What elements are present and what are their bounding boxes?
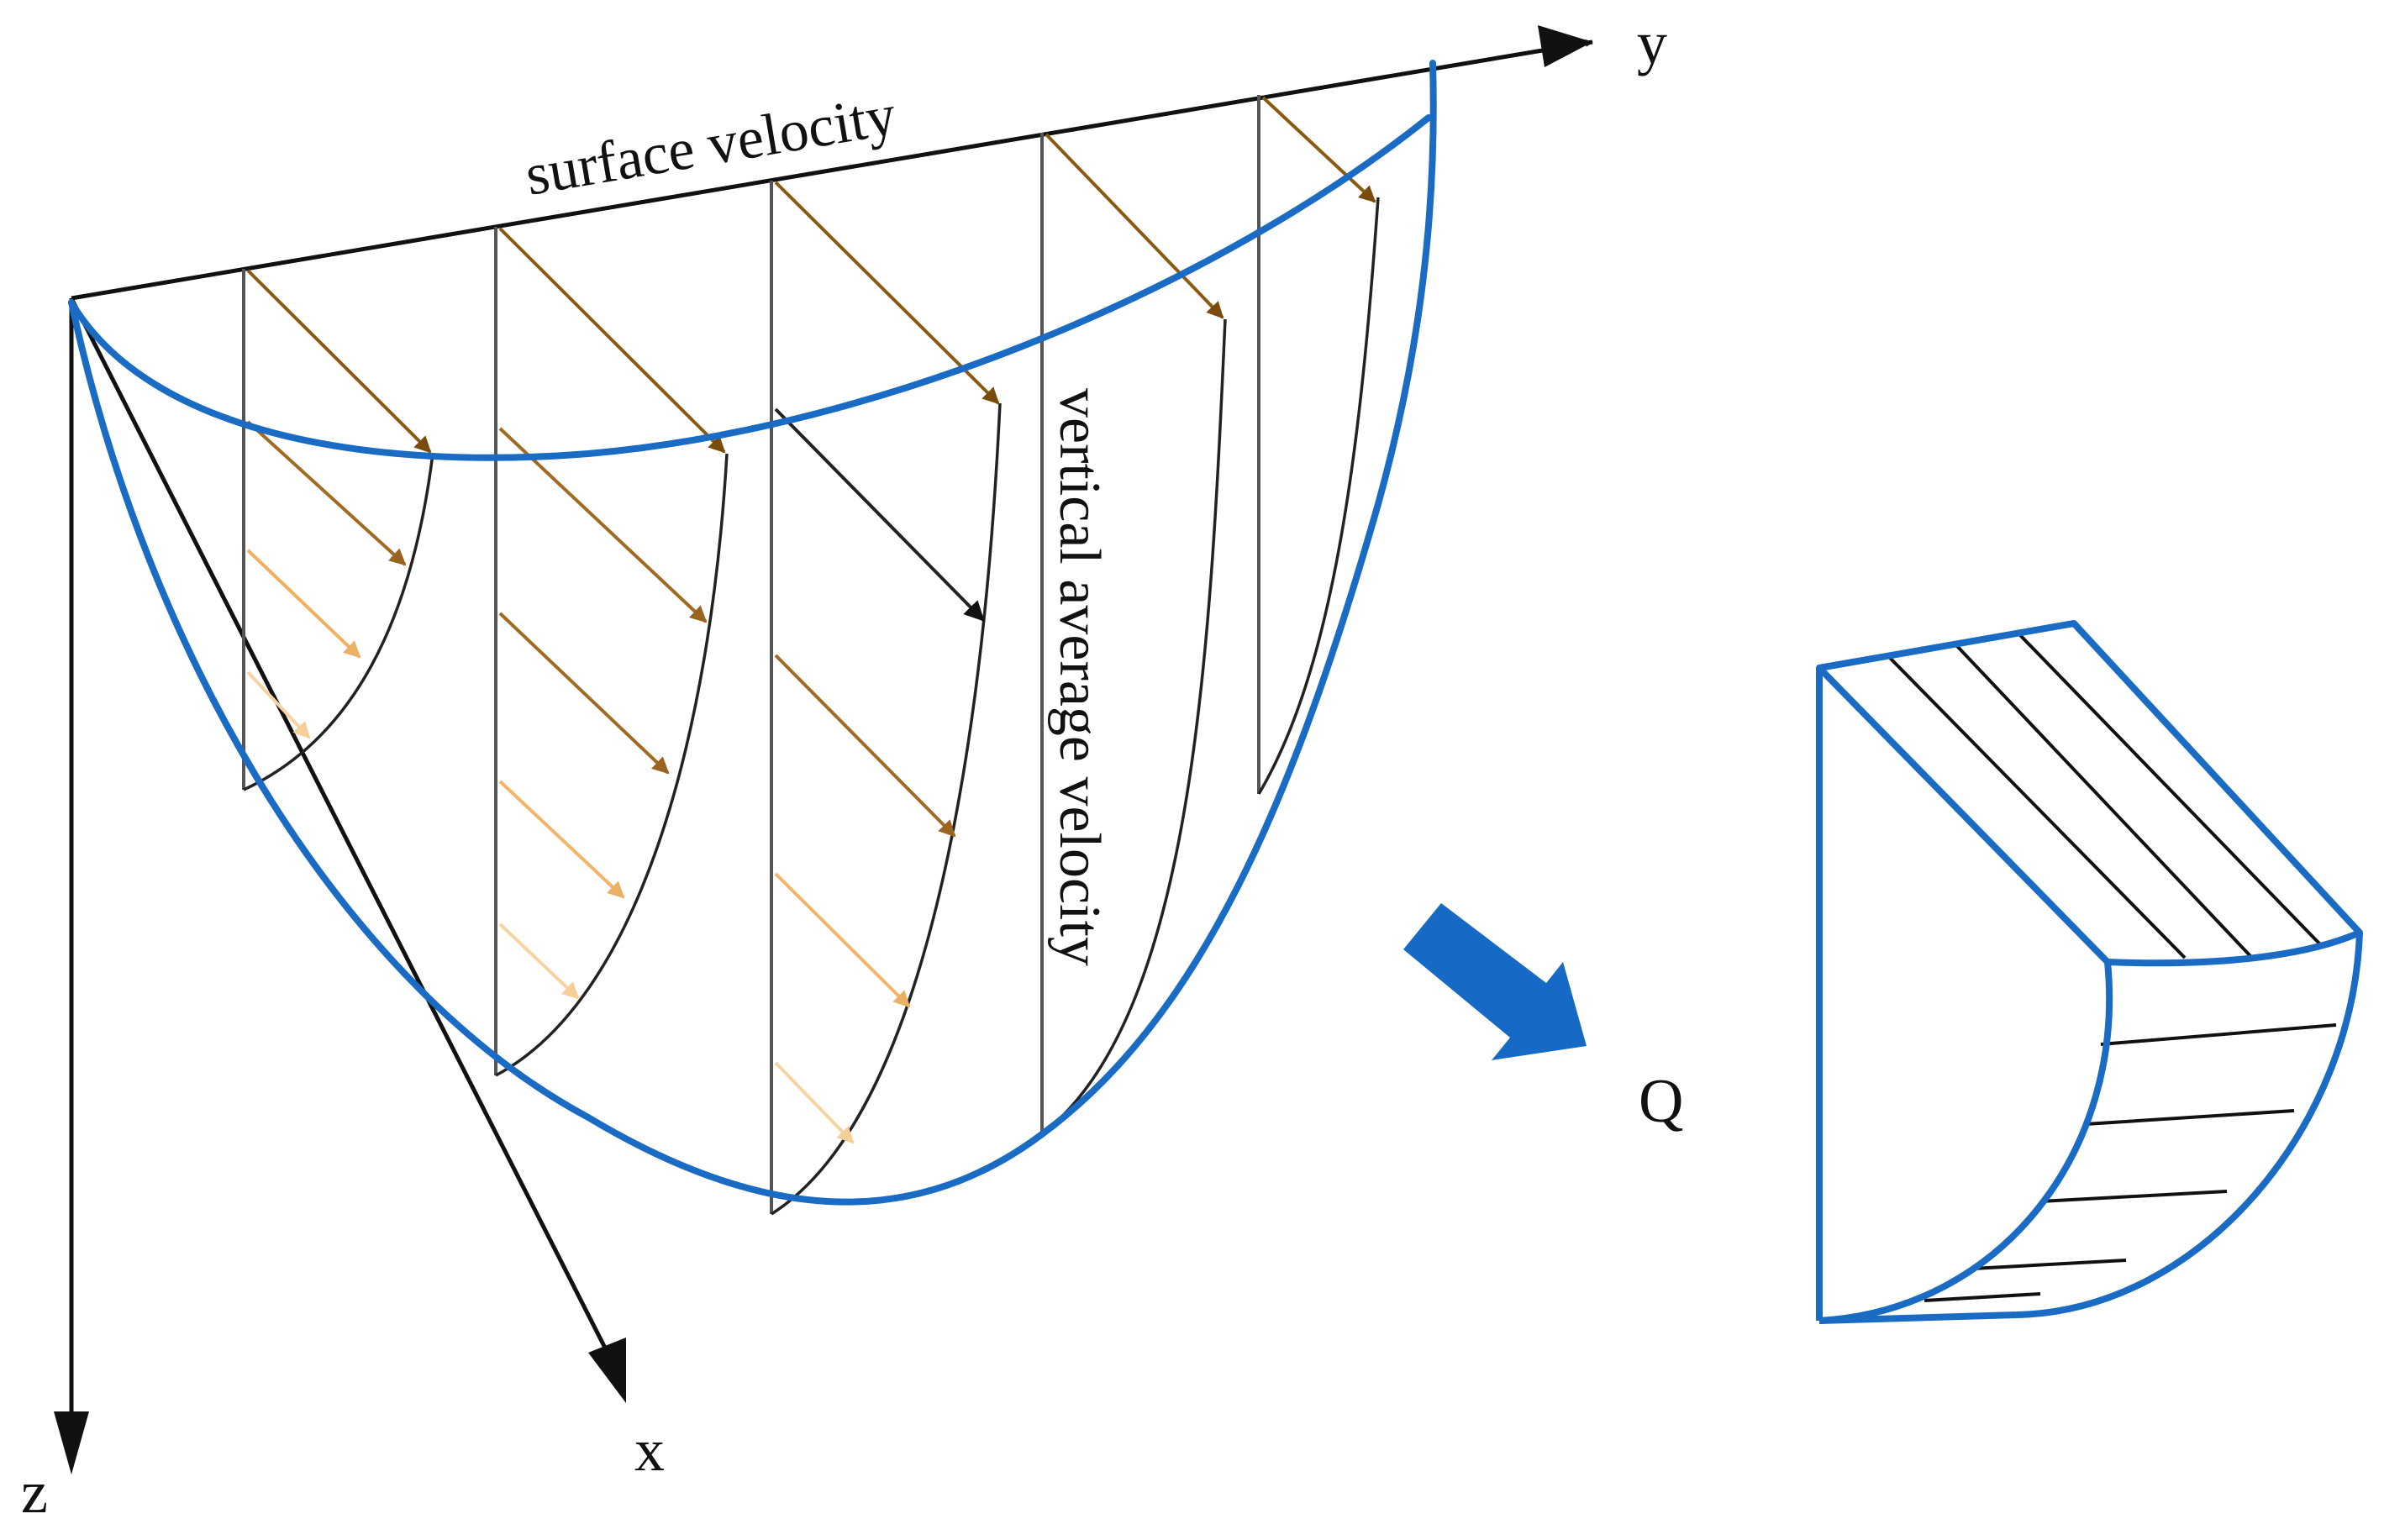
velocity-profile-curve [771, 402, 1002, 1216]
discharge-q-label: Q [1639, 1067, 1683, 1136]
y-axis-label: y [1637, 9, 1667, 76]
velocity-profiles [243, 197, 1380, 1216]
velocity-profile-curve [1040, 318, 1227, 1136]
velocity-arrow [498, 922, 580, 1000]
velocity-profile-curve [1257, 197, 1380, 795]
z-axis-label: z [21, 1459, 48, 1526]
surface-velocity-curve [68, 114, 1432, 461]
velocity-arrow [774, 654, 956, 838]
x-axis-label: x [634, 1416, 665, 1484]
discharge-hatch-front [1924, 1023, 2337, 1302]
channel-cross-section [68, 60, 1437, 1206]
channel-bed-curve [68, 60, 1437, 1206]
discharge-hatch-top [1887, 633, 2323, 959]
big-arrow-icon [1403, 903, 1587, 1060]
velocity-arrow [246, 549, 361, 659]
velocity-arrow [246, 420, 407, 566]
labels: surface velocity vertical average veloci… [21, 9, 1683, 1526]
surface-velocity-arrow [498, 227, 726, 454]
y-axis-arrowhead [1538, 25, 1592, 67]
velocity-arrow [246, 670, 311, 739]
velocity-profile-curve [243, 453, 434, 791]
surface-velocity-arrow [246, 269, 432, 454]
z-axis-arrowhead [54, 1411, 89, 1474]
velocity-arrow [774, 1061, 855, 1144]
x-axis [69, 297, 614, 1363]
discharge-bottom-edge [1818, 1311, 2018, 1324]
velocity-arrow [498, 780, 625, 899]
velocity-arrow [498, 427, 708, 623]
velocity-profile-curve [495, 453, 729, 1077]
discharge-top-face [1816, 620, 2363, 967]
vertical-average-velocity-arrow [774, 407, 985, 622]
surface-velocity-arrow [1261, 96, 1376, 203]
discharge-front-right [2016, 932, 2363, 1318]
x-axis-arrowhead [588, 1338, 626, 1403]
velocity-arrow [774, 872, 911, 1008]
velocity-arrow [498, 612, 670, 775]
surface-velocity-arrow [1045, 133, 1224, 319]
vertical-average-velocity-label: vertical average velocity [1047, 388, 1112, 966]
y-axis [71, 39, 1593, 301]
axes [54, 25, 1593, 1474]
vertical-lines [242, 95, 1260, 1214]
discharge-block [1816, 620, 2363, 1324]
discharge-front-face [1818, 961, 2113, 1324]
